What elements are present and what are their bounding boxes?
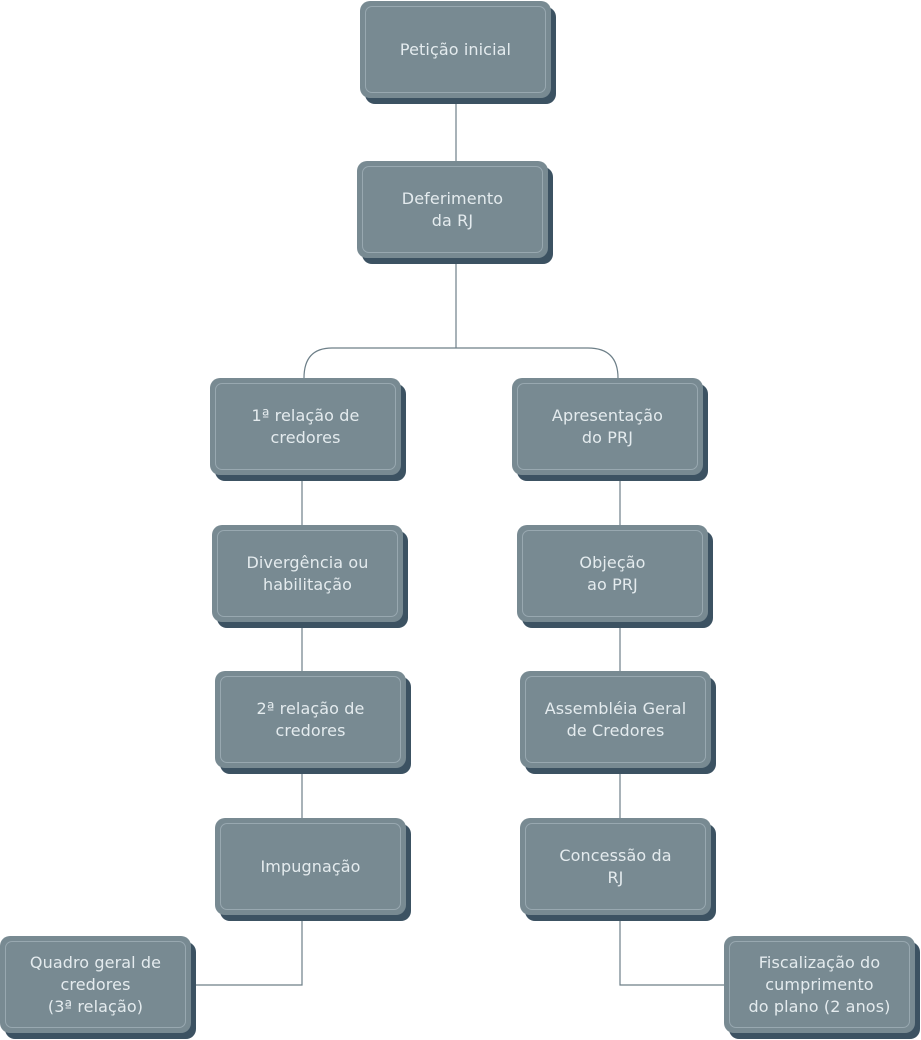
connector-impugnacao-quadro bbox=[196, 914, 303, 986]
node-quadro-geral: Quadro geral de credores (3ª relação) bbox=[0, 936, 191, 1033]
node-deferimento-label: Deferimento da RJ bbox=[401, 188, 504, 230]
connector-branch-left bbox=[303, 347, 456, 379]
node-primeira-relacao-label: 1ª relação de credores bbox=[251, 405, 360, 447]
node-objecao-prj: Objeção ao PRJ bbox=[517, 525, 708, 622]
node-peticao-inicial-label: Petição inicial bbox=[399, 39, 512, 59]
node-objecao-prj-label: Objeção ao PRJ bbox=[579, 552, 646, 594]
node-quadro-geral-label: Quadro geral de credores (3ª relação) bbox=[29, 952, 162, 1016]
node-divergencia: Divergência ou habilitação bbox=[212, 525, 403, 622]
node-deferimento: Deferimento da RJ bbox=[357, 161, 548, 258]
node-concessao: Concessão da RJ bbox=[520, 818, 711, 915]
node-apresentacao-prj-label: Apresentação do PRJ bbox=[551, 405, 664, 447]
connector-branch-right bbox=[456, 347, 619, 379]
node-divergencia-label: Divergência ou habilitação bbox=[246, 552, 369, 594]
node-impugnacao: Impugnação bbox=[215, 818, 406, 915]
node-impugnacao-label: Impugnação bbox=[260, 856, 361, 876]
node-peticao-inicial: Petição inicial bbox=[360, 1, 551, 98]
connector-concessao-fiscalizacao bbox=[619, 914, 726, 986]
node-concessao-label: Concessão da RJ bbox=[559, 845, 672, 887]
node-segunda-relacao: 2ª relação de credores bbox=[215, 671, 406, 768]
node-fiscalizacao-label: Fiscalização do cumprimento do plano (2 … bbox=[748, 952, 891, 1016]
node-fiscalizacao: Fiscalização do cumprimento do plano (2 … bbox=[724, 936, 915, 1033]
node-primeira-relacao: 1ª relação de credores bbox=[210, 378, 401, 475]
node-assembleia: Assembléia Geral de Credores bbox=[520, 671, 711, 768]
node-segunda-relacao-label: 2ª relação de credores bbox=[256, 698, 365, 740]
node-apresentacao-prj: Apresentação do PRJ bbox=[512, 378, 703, 475]
node-assembleia-label: Assembléia Geral de Credores bbox=[544, 698, 687, 740]
